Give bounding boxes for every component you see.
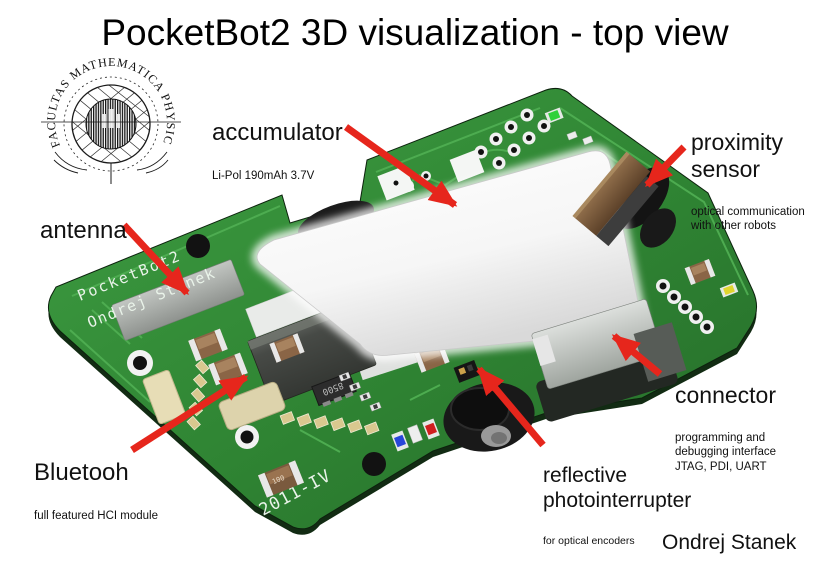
antenna-title: antenna: [40, 216, 127, 244]
smd-pad-square-2: [449, 149, 485, 183]
proximity-sensor-component: [572, 151, 659, 247]
beige-component: [142, 369, 186, 425]
accumulator-subtitle: Li-Pol 190mAh 3.7V: [212, 170, 315, 183]
photointerrupter-title: reflective photointerrupter: [543, 463, 692, 512]
label-bluetooth: Bluetooh full featured HCI module: [34, 440, 158, 542]
connector-title: connector: [675, 381, 777, 408]
label-photointerrupter: reflective photointerrupter for optical …: [543, 445, 691, 567]
smd-pad-square: [377, 165, 415, 201]
smd-resistors: [338, 130, 594, 412]
arrow-connector: [611, 333, 663, 377]
blue-led: [391, 430, 409, 452]
seal-castle: [102, 109, 120, 128]
photointerrupter-subtitle: for optical encoders: [543, 535, 635, 548]
arrow-bluetooth: [130, 374, 249, 453]
green-led: [544, 107, 564, 124]
yellow-led: [719, 282, 739, 298]
capacitor-100: 100: [257, 460, 305, 498]
bluetooth-title: Bluetooh: [34, 458, 129, 486]
ic-8500: 8500: [311, 371, 357, 407]
connector-subtitle: programming and debugging interface JTAG…: [675, 431, 777, 473]
leds: [391, 107, 739, 452]
accumulator-title: accumulator: [212, 118, 343, 146]
bottom-wheel: [443, 382, 535, 452]
page-title: PocketBot2 3D visualization - top view: [101, 12, 729, 53]
arrow-proximity-sensor: [644, 144, 687, 188]
annotation-arrows: [121, 124, 687, 453]
arrow-antenna: [121, 222, 190, 296]
label-connector: connector programming and debugging inte…: [675, 363, 776, 493]
university-seal: FACULTAS MATHEMATICA PHYSICAQUE: [33, 56, 181, 184]
photointerrupter-component: [453, 360, 480, 383]
label-antenna: antenna: [40, 198, 127, 264]
arrow-accumulator: [343, 124, 458, 208]
red-led: [422, 418, 440, 440]
label-accumulator: accumulator Li-Pol 190mAh 3.7V: [212, 100, 343, 202]
proximity-subtitle: optical communication with other robots: [691, 206, 805, 233]
arrow-photointerrupter: [476, 366, 546, 448]
tantalum-capacitors: 100: [188, 258, 716, 498]
proximity-title: proximity sensor: [691, 128, 784, 182]
author-signature: Ondrej Stanek: [662, 531, 797, 554]
label-proximity-sensor: proximity sensor optical communication w…: [691, 110, 805, 253]
seal-dotted-ring: [63, 76, 159, 172]
seal-ornaments: [41, 121, 181, 184]
bluetooth-subtitle: full featured HCI module: [34, 510, 159, 523]
